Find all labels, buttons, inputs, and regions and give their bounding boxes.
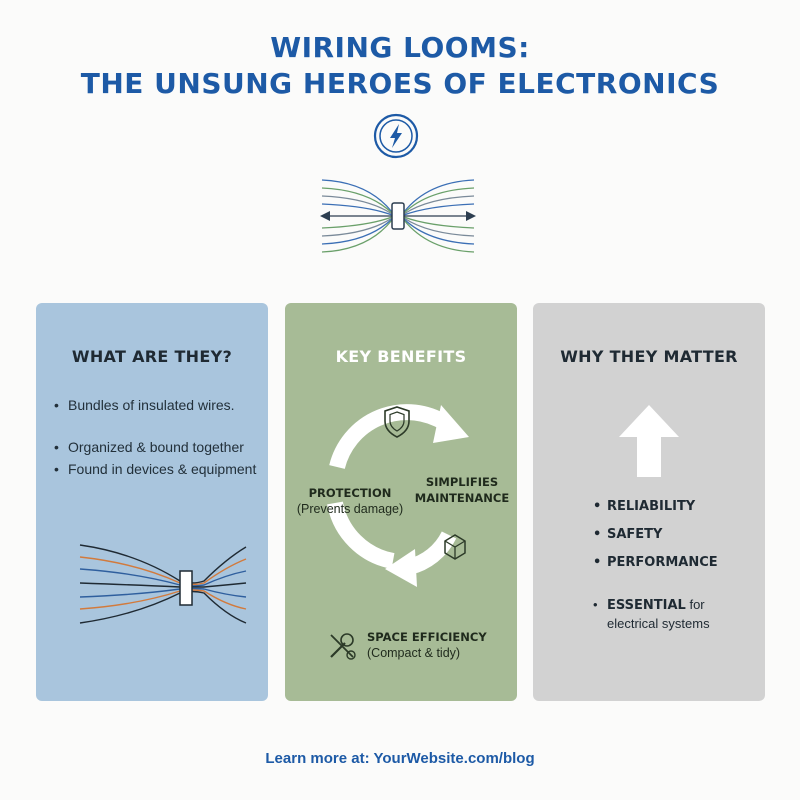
key-benefits-card: KEY BENEFITS PROTECTION (Prevents damage… [285, 303, 517, 701]
page-title: WIRING LOOMS: THE UNSUNG HEROES OF ELECT… [0, 30, 800, 102]
protection-label: PROTECTION (Prevents damage) [296, 486, 404, 516]
list-item: PERFORMANCE [593, 555, 718, 570]
box-icon [444, 534, 466, 560]
essential-note: • ESSENTIAL for electrical systems [593, 597, 710, 631]
benefits-card-title: KEY BENEFITS [335, 347, 467, 366]
list-item: Found in devices & equipment [54, 461, 256, 477]
list-item: Organized & bound together [54, 439, 256, 455]
title-line-2: THE UNSUNG HEROES OF ELECTRONICS [80, 67, 720, 100]
what-list: Bundles of insulated wires. [54, 397, 235, 413]
list-item: SAFETY [593, 527, 718, 542]
lightning-bolt-icon [373, 113, 419, 159]
what-card-title: WHAT ARE THEY? [71, 347, 233, 366]
benefits-cycle-diagram [327, 404, 469, 587]
up-arrow-icon [619, 405, 679, 477]
wiring-loom-icon [79, 544, 247, 624]
list-item: Bundles of insulated wires. [54, 397, 235, 413]
why-card-title: WHY THEY MATTER [560, 347, 738, 366]
wiring-loom-illustration [320, 179, 476, 253]
tools-icon [330, 633, 356, 660]
what-list-2: Organized & bound together Found in devi… [54, 439, 256, 477]
why-they-matter-card: WHY THEY MATTER RELIABILITY SAFETY PERFO… [533, 303, 765, 701]
shield-icon [384, 406, 410, 438]
space-efficiency-label: SPACE EFFICIENCY (Compact & tidy) [367, 630, 487, 660]
maintenance-label: SIMPLIFIES MAINTENANCE [414, 475, 510, 505]
why-list: RELIABILITY SAFETY PERFORMANCE [593, 499, 718, 583]
cycle-arrow-head-2 [385, 549, 417, 587]
cycle-arrow-head [433, 405, 469, 443]
title-line-1: WIRING LOOMS: [270, 31, 530, 64]
list-item: RELIABILITY [593, 499, 718, 514]
footer-link[interactable]: Learn more at: YourWebsite.com/blog [265, 750, 535, 767]
what-are-they-card: WHAT ARE THEY? Bundles of insulated wire… [36, 303, 268, 701]
